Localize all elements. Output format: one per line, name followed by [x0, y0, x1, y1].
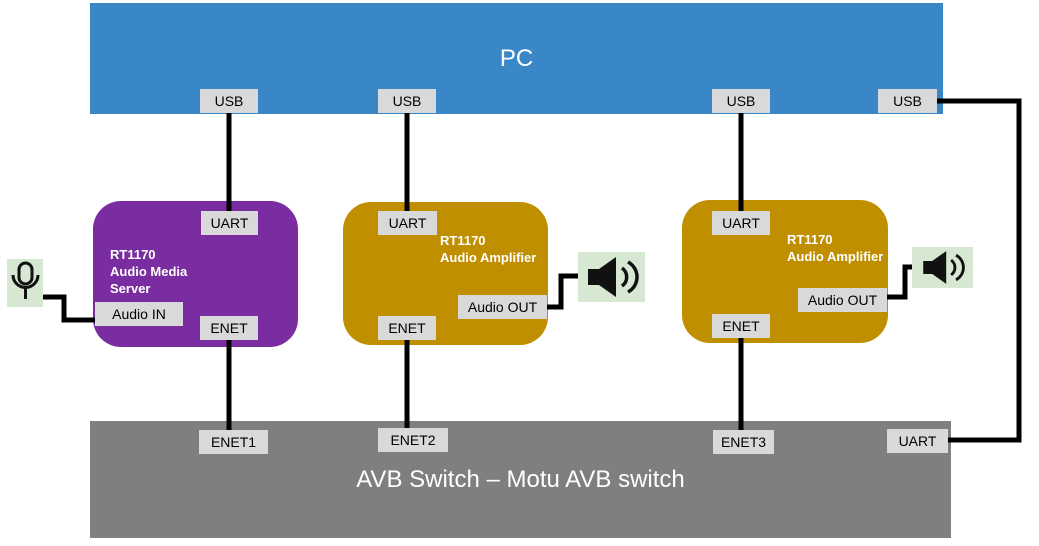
- pc-usb-port-1: USB: [200, 89, 258, 113]
- pc-usb-port-3: USB: [712, 89, 770, 113]
- media-server-audio-in-port: Audio IN: [95, 302, 183, 326]
- speaker-chip-1: [578, 252, 645, 302]
- audio-amplifier-2-name: RT1170 Audio Amplifier: [787, 232, 884, 264]
- speaker-chip-2: [912, 247, 973, 288]
- pc-usb-port-2: USB: [378, 89, 436, 113]
- microphone-chip: [7, 259, 43, 307]
- speaker-icon: [923, 251, 965, 284]
- audio-media-server-name: RT1170 Audio Media Server: [110, 247, 188, 296]
- pc-label: PC: [499, 44, 534, 72]
- speaker-icon: [588, 257, 639, 297]
- amplifier-1-audio-out-port: Audio OUT: [458, 295, 547, 319]
- switch-enet1-port: ENET1: [199, 430, 268, 454]
- amplifier-2-uart-port: UART: [712, 211, 770, 235]
- amplifier-1-enet-port: ENET: [378, 316, 436, 340]
- microphone-icon: [11, 261, 40, 299]
- switch-uart-port: UART: [887, 429, 948, 453]
- amplifier-2-enet-port: ENET: [712, 314, 770, 338]
- amplifier-1-uart-port: UART: [378, 211, 437, 235]
- amplifier-2-audio-out-port: Audio OUT: [798, 288, 887, 312]
- media-server-uart-port: UART: [201, 211, 258, 235]
- media-server-enet-port: ENET: [200, 316, 258, 340]
- switch-enet2-port: ENET2: [378, 428, 448, 452]
- switch-enet3-port: ENET3: [713, 430, 774, 454]
- audio-amplifier-1-box: [343, 202, 548, 345]
- pc-usb-port-4: USB: [878, 89, 937, 113]
- avb-switch-label: AVB Switch – Motu AVB switch: [356, 465, 685, 493]
- audio-amplifier-1-name: RT1170 Audio Amplifier: [440, 233, 537, 265]
